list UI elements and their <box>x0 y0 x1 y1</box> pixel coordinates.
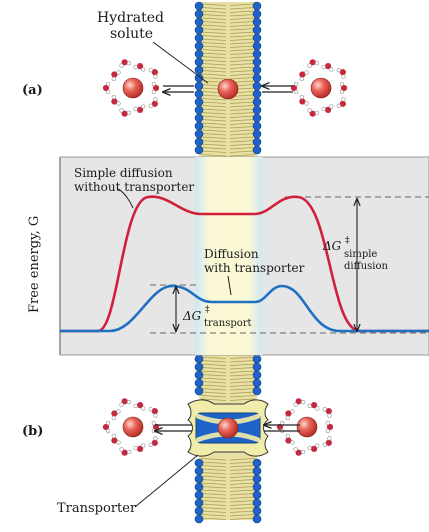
hydrated-solute-label-line1: Hydrated <box>97 10 164 26</box>
transporter-leader <box>134 454 199 508</box>
delta-g-simple-symbol: ΔG <box>322 239 342 253</box>
y-axis-label: Free energy, G <box>27 216 42 313</box>
delta-g-transport-symbol: ΔG <box>182 309 202 323</box>
transporter-curve-label-line1: Diffusion <box>204 247 259 261</box>
membrane-band <box>195 157 263 355</box>
hydrated-solute-label-line2: solute <box>110 26 153 42</box>
delta-g-transport-sub: transport <box>204 318 252 329</box>
solute-particle-icon <box>217 417 239 439</box>
hydrated-solute-leader <box>152 41 209 84</box>
hydrated-solute-icon <box>290 59 348 117</box>
lipid-bilayer-icon <box>194 1 262 157</box>
panel-a-label: (a) <box>22 83 43 98</box>
simple-diffusion-curve <box>60 195 429 333</box>
energy-plot: Simple diffusion without transporter Dif… <box>27 156 429 356</box>
hydrated-solute-icon <box>102 59 160 117</box>
simple-curve-label-line1: Simple diffusion <box>74 166 173 180</box>
hydrated-solute-icon <box>102 398 160 456</box>
panel-b: (b) Transporter <box>22 398 334 516</box>
delta-g-transport-superscript: ‡ <box>205 305 210 315</box>
panel-b-label: (b) <box>22 424 43 439</box>
transporter-curve <box>60 284 429 333</box>
arrow-left-to-membrane <box>163 85 194 92</box>
delta-g-simple-sub1: simple <box>344 249 377 260</box>
delta-g-simple-sub2: diffusion <box>344 261 388 272</box>
solute-particle-icon <box>217 78 239 100</box>
panel-a: (a) Hydrated solute <box>22 10 348 117</box>
transporter-curve-leader <box>227 275 232 296</box>
arrow-left-to-transporter <box>155 424 192 431</box>
simple-curve-label-line2: without transporter <box>74 180 194 194</box>
transporter-label: Transporter <box>57 501 137 516</box>
transporter-curve-label-line2: with transporter <box>204 261 305 275</box>
arrow-right-to-membrane <box>262 86 293 93</box>
delta-g-simple-superscript: ‡ <box>345 236 350 246</box>
arrow-right-to-transporter <box>264 425 300 432</box>
simple-curve-leader <box>117 188 134 209</box>
hydrated-solute-icon <box>276 398 334 456</box>
